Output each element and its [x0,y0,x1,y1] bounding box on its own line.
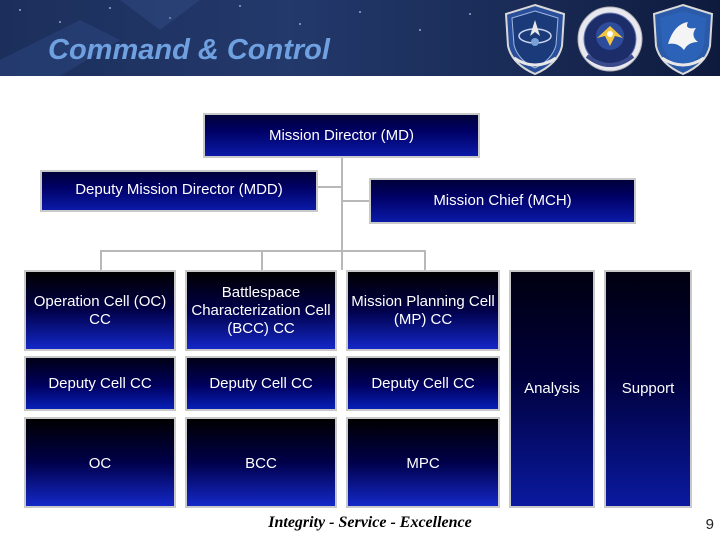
connector-mdd-branch [317,186,343,188]
oc-team-label: OC [88,455,112,472]
mission-chief-label: Mission Chief (MCH) [433,192,572,209]
bcc-deputy-box: Deputy Cell CC [185,356,337,411]
oc-deputy-label: Deputy Cell CC [48,374,152,392]
mission-chief-box: Mission Chief (MCH) [369,178,636,224]
oc-deputy-box: Deputy Cell CC [24,356,176,411]
mpc-team-label: MPC [406,455,440,472]
battlespace-cell-box: Battlespace Characterization Cell (BCC) … [185,270,337,351]
footer-motto: Integrity - Service - Excellence [268,514,472,531]
space-command-seal-icon [504,3,566,76]
mission-director-label: Mission Director (MD) [268,126,414,144]
support-box: Support [604,270,692,508]
bcc-team-label: BCC [245,455,277,472]
connector-bcc-drop [261,250,263,270]
page-number: 9 [705,516,714,533]
connector-md-down [341,157,343,270]
mp-deputy-label: Deputy Cell CC [371,374,475,392]
bcc-deputy-label: Deputy Cell CC [209,374,313,392]
air-force-seal-icon [652,3,714,76]
space-background [0,0,471,76]
connector-mp-drop [424,250,426,270]
mission-planning-cell-label: Mission Planning Cell (MP) CC [351,292,495,328]
header-banner: Command & Control [0,0,720,76]
connector-oc-drop [100,250,102,270]
operation-cell-label: Operation Cell (OC) CC [33,292,167,328]
connector-horizontal-bus [100,250,426,252]
support-label: Support [621,380,675,397]
battlespace-cell-label: Battlespace Characterization Cell (BCC) … [191,283,331,337]
intelligence-wing-seal-icon [577,6,643,72]
bcc-team-box: BCC [185,417,337,508]
mission-director-box: Mission Director (MD) [203,113,480,158]
oc-team-box: OC [24,417,176,508]
deputy-mission-director-label: Deputy Mission Director (MDD) [75,181,283,198]
analysis-label: Analysis [524,380,580,397]
mission-planning-cell-box: Mission Planning Cell (MP) CC [346,270,500,351]
analysis-box: Analysis [509,270,595,508]
slide-title: Command & Control [48,34,330,66]
operation-cell-box: Operation Cell (OC) CC [24,270,176,351]
deputy-mission-director-box: Deputy Mission Director (MDD) [40,170,318,212]
connector-mch-branch [341,200,371,202]
mpc-team-box: MPC [346,417,500,508]
mp-deputy-box: Deputy Cell CC [346,356,500,411]
